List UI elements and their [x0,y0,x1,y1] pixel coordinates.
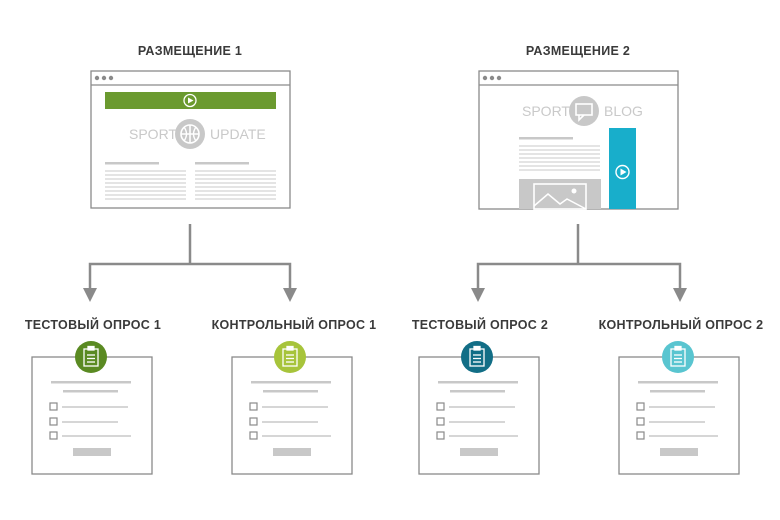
control-survey-1-title: КОНТРОЛЬНЫЙ ОПРОС 1 [211,318,377,332]
placement-2-title: РАЗМЕЩЕНИЕ 2 [525,44,631,58]
placement-1-title: РАЗМЕЩЕНИЕ 1 [137,44,243,58]
image-placeholder-icon [519,179,601,210]
clipboard-badge [662,341,694,373]
clipboard-icon [670,345,686,367]
survey-form-1 [31,341,153,475]
clipboard-badge [75,341,107,373]
site-word-2: UPDATE [210,126,266,142]
clipboard-icon [469,345,485,367]
clipboard-icon [282,345,298,367]
video-sidebar [609,128,636,209]
connector-arrows [88,224,682,290]
survey-form-2 [231,341,353,475]
clipboard-badge [461,341,493,373]
arrowheads [83,288,687,302]
clipboard-badge [274,341,306,373]
control-survey-2-title: КОНТРОЛЬНЫЙ ОПРОС 2 [598,318,764,332]
clipboard-icon [83,345,99,367]
placement-2-browser: SPORTS BLOG [478,70,679,210]
test-survey-2-title: ТЕСТОВЫЙ ОПРОС 2 [411,318,549,332]
basketball-icon [175,119,205,149]
play-icon [615,164,630,180]
placement-1-browser: SPORTS UPDATE [90,70,291,209]
site-word-1: SPORTS [129,126,186,142]
site-word-1: SPORTS [522,103,579,119]
site-word-2: BLOG [604,103,643,119]
survey-form-3 [418,341,540,475]
survey-form-4 [618,341,740,475]
speech-bubble-icon [569,96,599,126]
play-icon [183,93,197,108]
test-survey-1-title: ТЕСТОВЫЙ ОПРОС 1 [24,318,162,332]
